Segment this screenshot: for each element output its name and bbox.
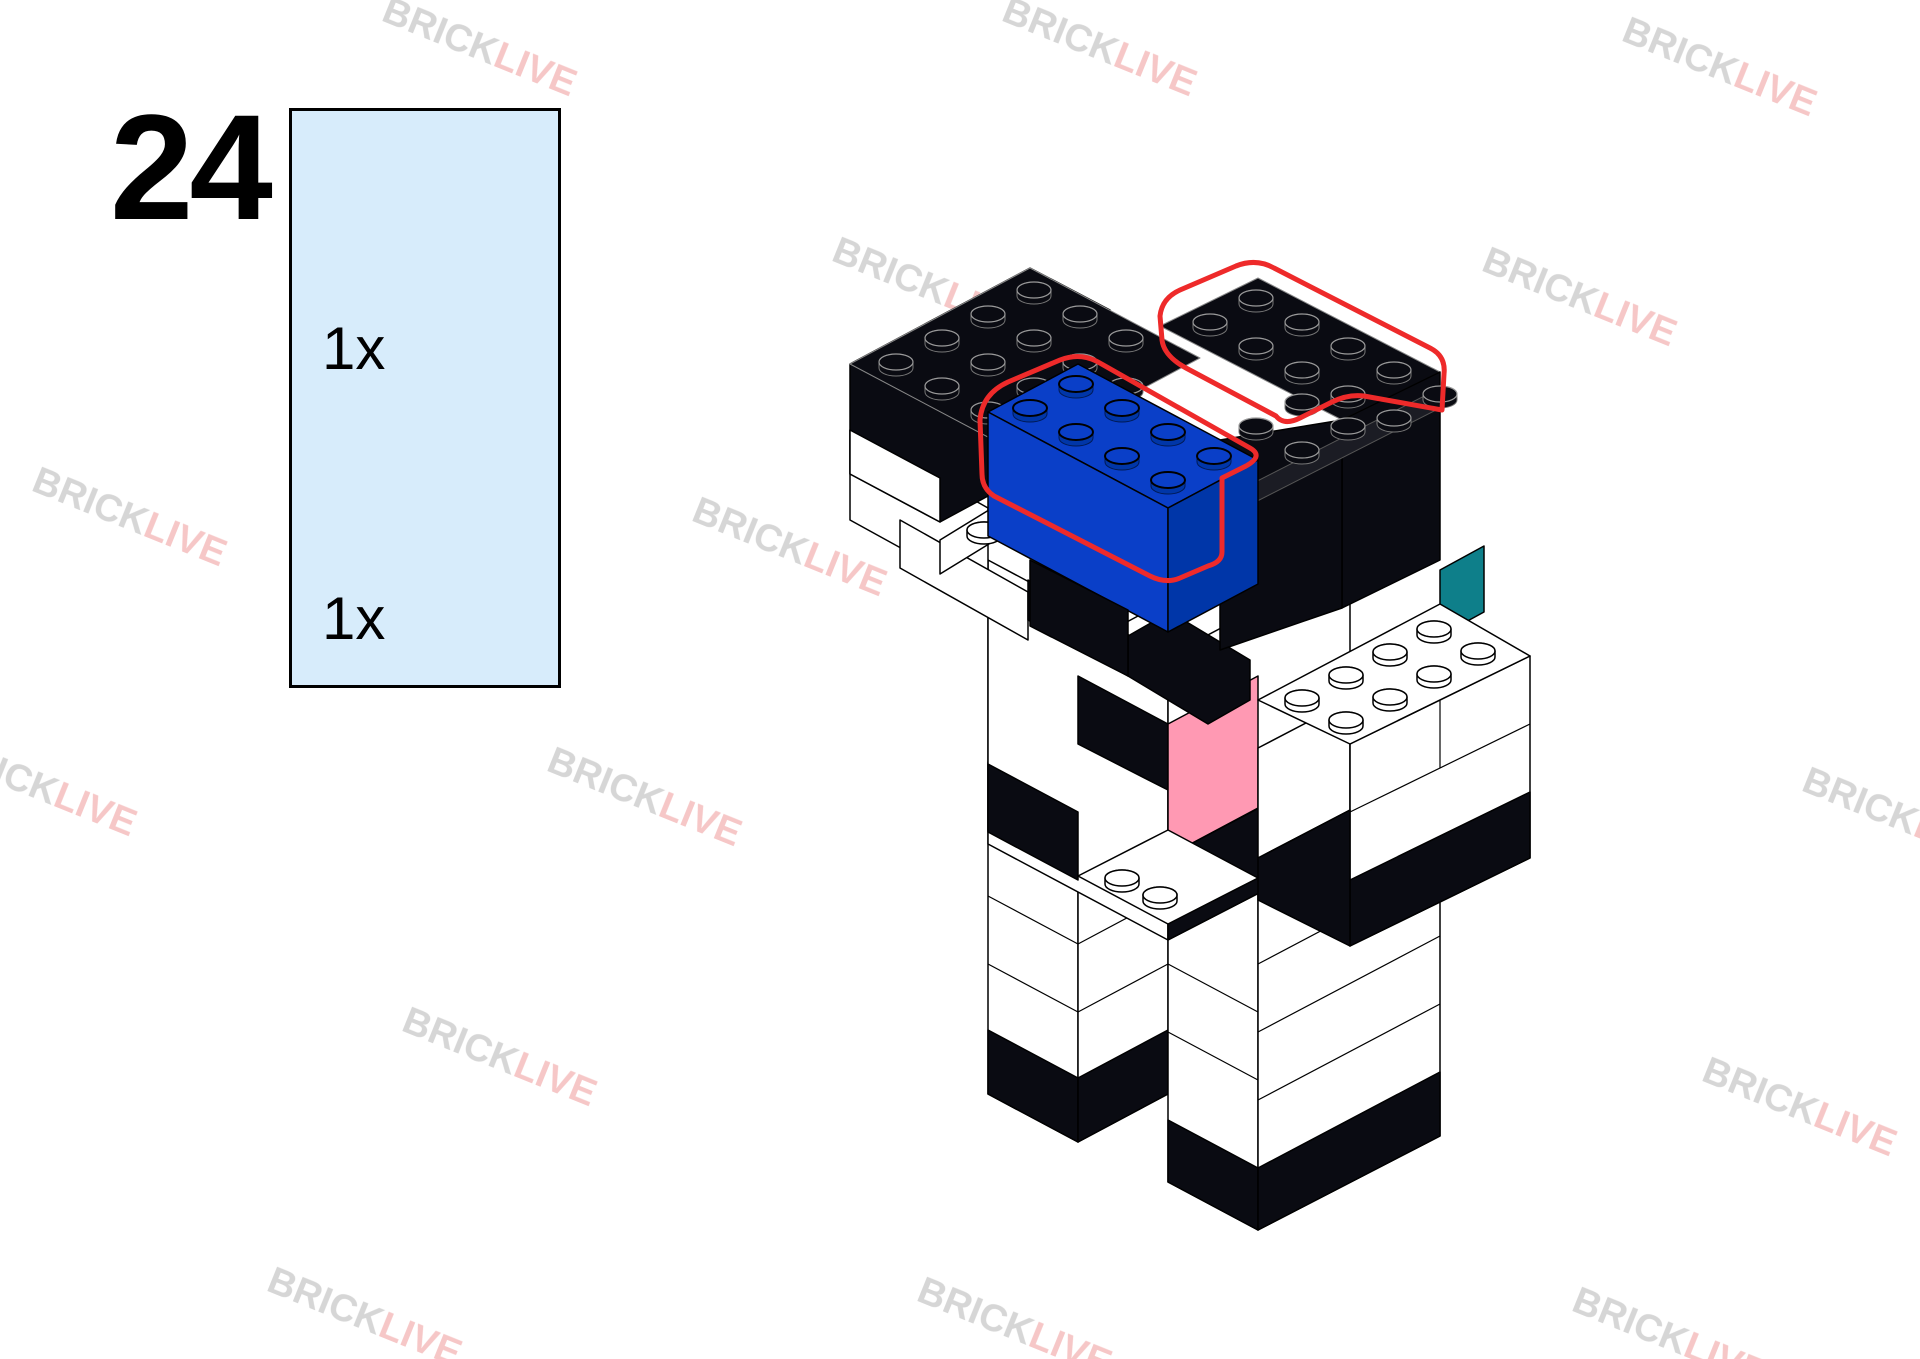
- watermark-text: BRICKLIVE: [397, 999, 603, 1115]
- watermark-text: BRICKLIVE: [1477, 239, 1683, 355]
- watermark-text: BRICKLIVE: [27, 459, 233, 575]
- watermark-text: BRICKLIVE: [912, 1269, 1118, 1359]
- watermark-text: BRICKLIVE: [262, 1259, 468, 1359]
- parts-list-box: 1x 1x: [289, 108, 561, 688]
- watermark-text: BRICKLIVE: [0, 729, 142, 845]
- model-figure: [849, 260, 1531, 1231]
- arm-top: [1257, 603, 1531, 745]
- part-2-quantity: 1x: [322, 585, 386, 652]
- step-number: 24: [110, 83, 273, 251]
- watermark-text: BRICKLIVE: [1617, 9, 1823, 125]
- part-1-quantity: 1x: [322, 315, 386, 382]
- watermark-text: BRICKLIVE: [377, 0, 583, 105]
- watermark-text: BRICKLIVE: [1697, 1049, 1903, 1165]
- new-parts-highlight: [977, 260, 1447, 584]
- watermark-text: BRICKLIVE: [997, 0, 1203, 105]
- head-top-back: [849, 267, 1201, 455]
- head-white-lower: [899, 519, 1029, 641]
- watermark-text: BRICKLIVE: [1567, 1279, 1773, 1359]
- watermark-text: BRICKLIVE: [542, 739, 748, 855]
- watermark-text: BRICKLIVE: [1797, 759, 1920, 875]
